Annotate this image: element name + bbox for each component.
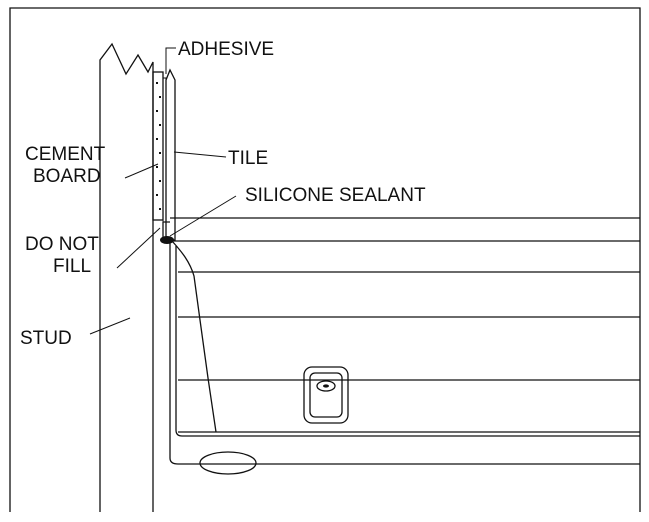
cement-board-label-line1: CEMENT: [25, 144, 106, 165]
tub-inner-body: [175, 246, 640, 437]
do-not-fill-label-line1: DO NOT: [25, 234, 99, 255]
cement-board-leader: [124, 163, 159, 179]
cement-board: [152, 71, 164, 221]
tile: [165, 68, 176, 241]
do-not-fill-label-line2: FILL: [53, 256, 91, 277]
overflow-opening: [316, 380, 336, 392]
cement-board-texture: [156, 82, 161, 210]
overflow-plate-outer: [303, 366, 349, 424]
tub-inner-profile: [171, 240, 217, 433]
stud-label: STUD: [20, 328, 72, 349]
stud: [99, 42, 154, 512]
tub-flange: [162, 221, 170, 238]
silicone-sealant-leader: [169, 195, 237, 237]
drain: [199, 451, 257, 475]
stud-leader: [89, 317, 131, 335]
overflow-opening-center: [323, 384, 329, 388]
do-not-fill-leader: [116, 227, 161, 269]
silicone-sealant-bead: [160, 236, 174, 244]
silicone-sealant-label: SILICONE SEALANT: [245, 185, 426, 206]
overflow-plate-inner: [309, 372, 343, 418]
tile-leader: [173, 151, 227, 158]
cement-board-label-line2: BOARD: [33, 166, 101, 187]
tile-label: TILE: [228, 148, 268, 169]
adhesive-leader: [165, 47, 176, 74]
adhesive-label: ADHESIVE: [178, 39, 274, 60]
diagram-frame: [9, 7, 641, 512]
tub-outer-body: [169, 241, 640, 465]
